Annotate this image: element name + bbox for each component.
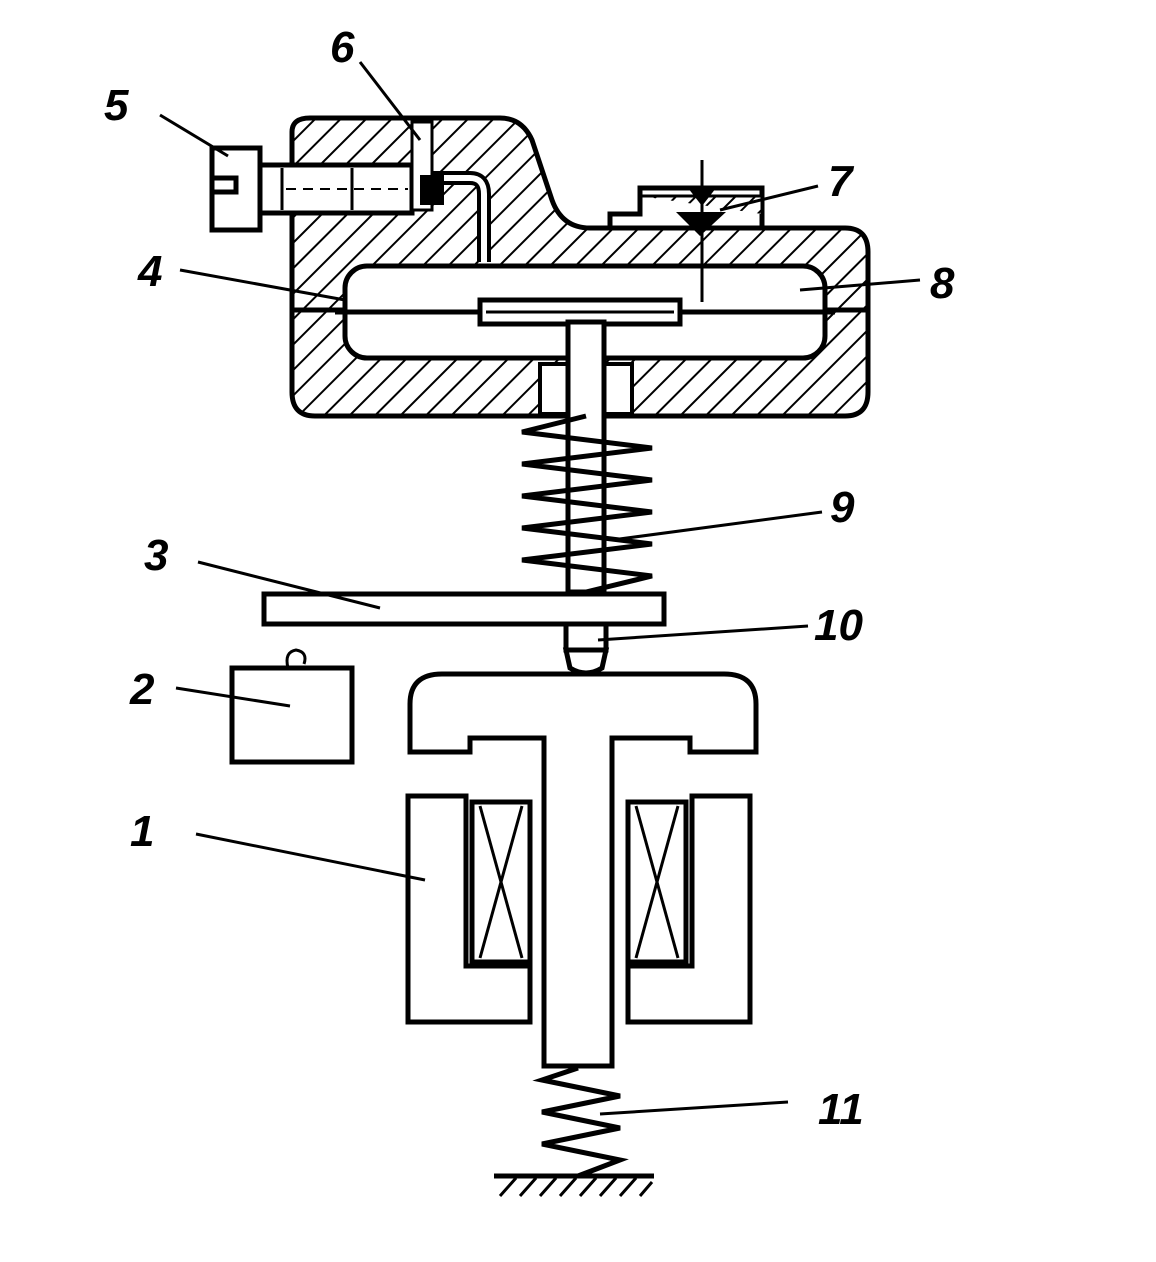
ground xyxy=(494,1173,654,1197)
lever-plate xyxy=(261,591,667,627)
label-10: 10 xyxy=(814,601,863,650)
spring-lower xyxy=(532,1065,629,1179)
label-8: 8 xyxy=(930,259,955,308)
label-11: 11 xyxy=(818,1085,864,1134)
label-1: 1 xyxy=(130,807,154,856)
label-6: 6 xyxy=(330,23,355,72)
part-labels: 5 6 7 4 8 9 3 10 2 1 11 xyxy=(104,23,955,1134)
electromagnet xyxy=(405,793,753,1025)
label-5: 5 xyxy=(104,81,129,130)
label-9: 9 xyxy=(830,483,855,532)
valve xyxy=(607,160,765,302)
air-channel xyxy=(410,120,491,262)
weight xyxy=(229,648,355,765)
leader-lines xyxy=(159,61,921,1116)
spring-upper xyxy=(521,413,653,595)
label-2: 2 xyxy=(129,665,155,714)
contact-tip xyxy=(562,621,610,676)
label-3: 3 xyxy=(144,531,168,580)
adjusting-screw xyxy=(209,145,415,233)
armature xyxy=(407,671,759,1069)
label-7: 7 xyxy=(828,157,855,206)
label-4: 4 xyxy=(137,247,162,296)
